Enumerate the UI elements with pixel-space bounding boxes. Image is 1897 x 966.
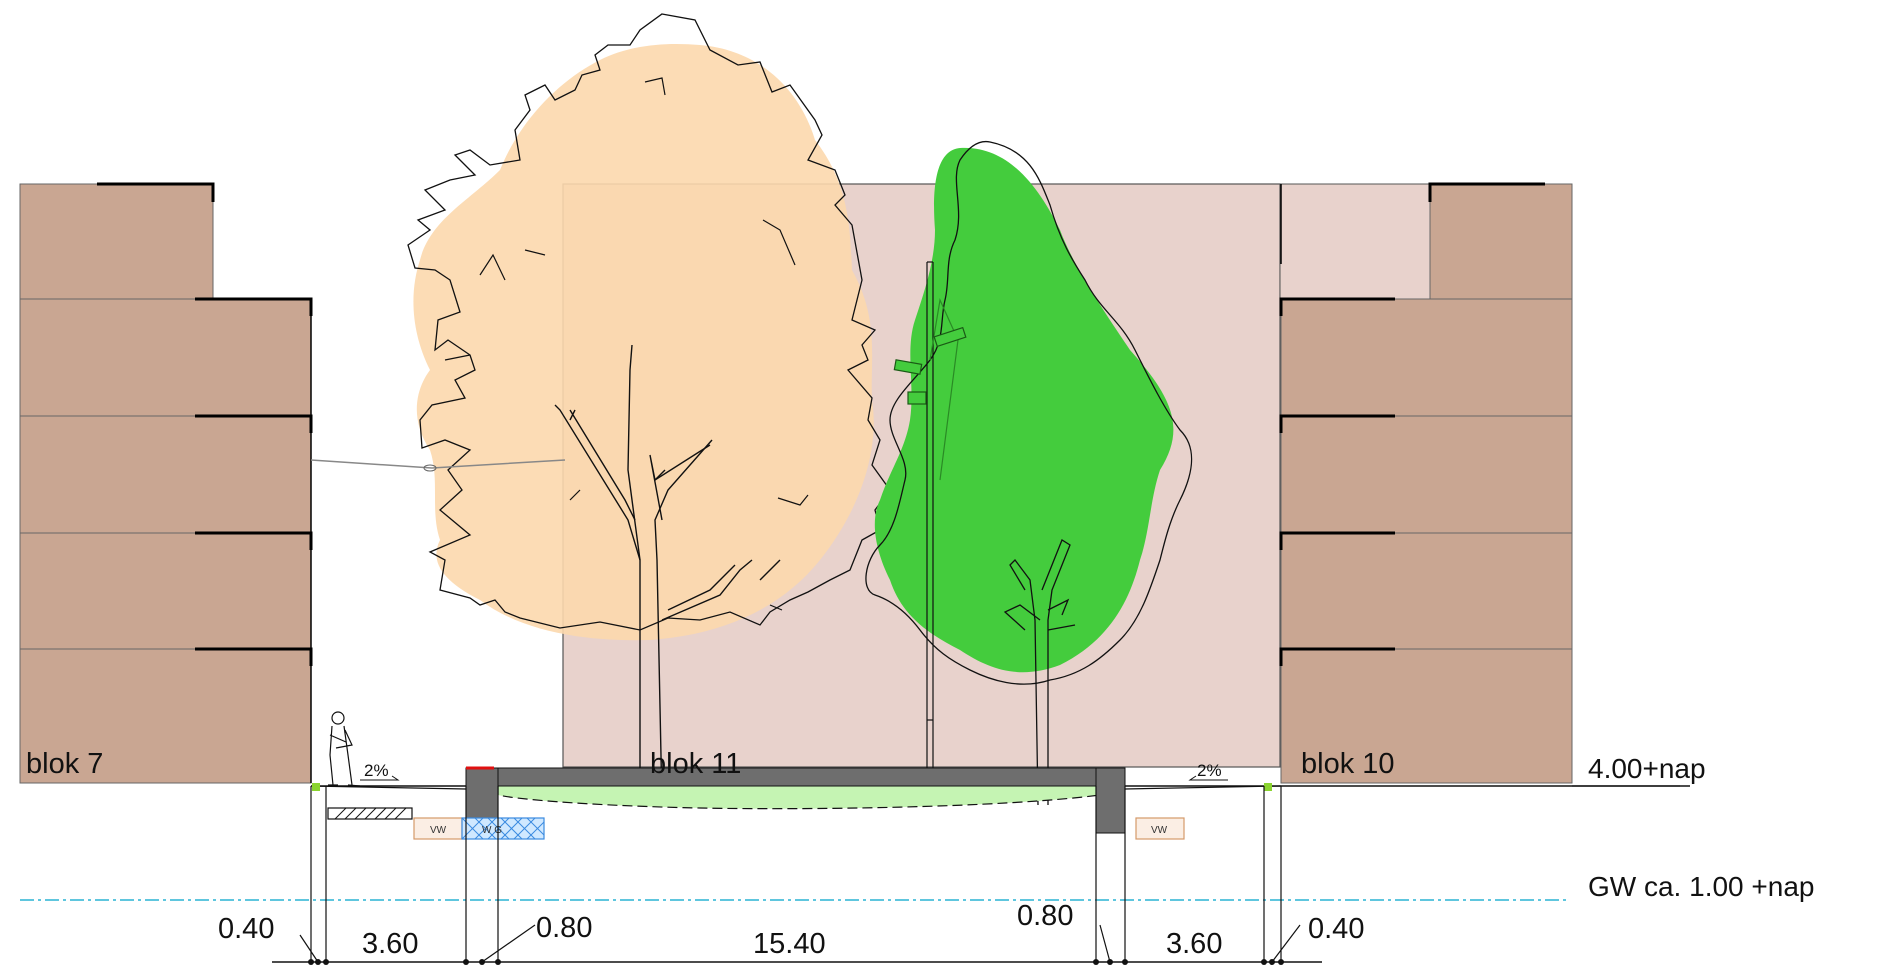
cable-vw-left-label: VW (430, 825, 447, 836)
back-building-right-upper (1279, 183, 1431, 300)
right-sidewalk-surface (1124, 785, 1282, 790)
block-label-left: blok 7 (26, 748, 103, 780)
slope-arrow-left (360, 775, 400, 781)
dimension-leaders (299, 924, 1301, 963)
dimension-extension-lines (310, 786, 1282, 962)
dim-center: 15.40 (753, 928, 826, 960)
dim-left-sidewalk: 3.60 (362, 928, 418, 960)
deck-slab (497, 767, 1101, 787)
overhead-wire (310, 459, 566, 469)
block-label-right: blok 10 (1301, 748, 1395, 780)
cable-wg-left-label: W G (482, 825, 502, 836)
cable-vw-right-label: VW (1151, 825, 1168, 836)
wire-lamp (423, 464, 437, 472)
building-blok-7 (19, 183, 312, 784)
building-blok-10 (1280, 183, 1573, 784)
cable-wg-left (461, 817, 545, 840)
slope-label-left: 2% (364, 761, 389, 780)
large-tree-trunk (554, 344, 781, 806)
cable-duct-left (327, 807, 413, 820)
dim-left-wall: 0.80 (536, 912, 592, 944)
large-tree-crown (413, 43, 874, 641)
small-tree-crown-outline (865, 140, 1193, 685)
right-curb-marker (1264, 783, 1272, 791)
small-tree-trunk (1003, 539, 1076, 806)
left-sidewalk-surface (310, 785, 467, 790)
dim-left-edge: 0.40 (218, 913, 274, 945)
large-tree-crown-outline (407, 13, 891, 631)
dim-right-edge: 0.40 (1308, 913, 1364, 945)
ground-level-label: 4.00+nap (1588, 753, 1706, 784)
blok-7-floor-edges (97, 182, 313, 783)
slope-label-right: 2% (1197, 761, 1222, 780)
street-light (893, 261, 967, 805)
small-tree-crown (874, 147, 1174, 673)
slope-arrow-right (1188, 775, 1228, 781)
blok-10-floor-edges (1279, 182, 1545, 666)
dim-right-wall: 0.80 (1017, 900, 1073, 932)
left-curb-marker (312, 783, 320, 791)
block-label-middle: blok 11 (650, 748, 741, 780)
cable-duct-hatch (334, 807, 407, 820)
groundwater-level-label: GW ca. 1.00 +nap (1588, 871, 1814, 902)
person-figure (328, 711, 361, 787)
right-wall (1095, 767, 1126, 834)
cable-vw-right (1135, 817, 1185, 840)
dim-right-sidewalk: 3.60 (1166, 928, 1222, 960)
garden-soil (497, 784, 1101, 810)
large-tree-inner-strokes (444, 77, 809, 611)
